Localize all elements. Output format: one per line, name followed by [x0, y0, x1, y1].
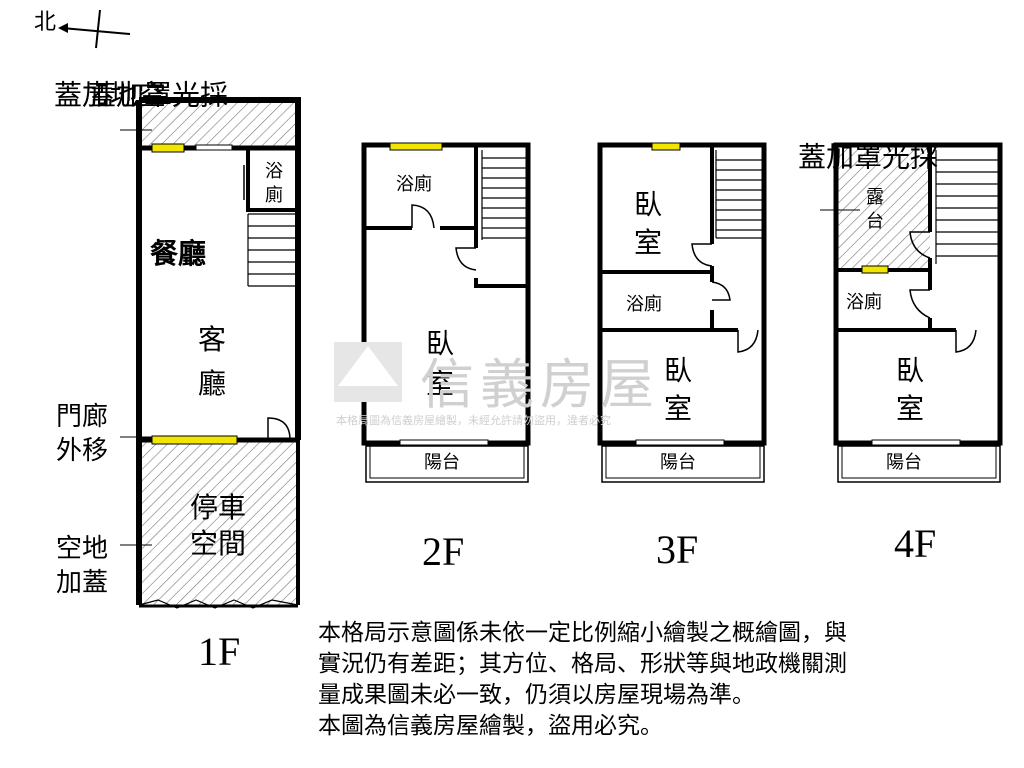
skylight-note-4f: 採 光 罩 加 蓋: [794, 142, 939, 172]
room-dining-1f: 餐廳: [150, 237, 207, 270]
room-parking-1f: 停車 空間: [190, 491, 247, 560]
disclaimer-line: 本格局示意圖係未依一定比例縮小繪製之概繪圖，與: [318, 620, 847, 646]
room-bath-4f: 浴廁: [846, 292, 882, 313]
room-bath-3f: 浴廁: [626, 294, 662, 315]
porch-note: 門廊 外移: [56, 402, 109, 466]
room-bath-1f: 浴 廁: [265, 161, 283, 206]
watermark-notice: 本格局圖為信義房屋繪製，未經允許請勿盜用，違者必究: [336, 414, 611, 427]
watermark-brand: 信義房屋: [420, 353, 660, 416]
room-bedroom-2f: 臥 室: [426, 327, 455, 400]
room-bedroom-3f-b: 臥 室: [664, 354, 693, 425]
floor-label-1f: 1F: [198, 629, 241, 674]
open-space-note-bottom: 空地 加蓋: [56, 534, 109, 598]
room-living-1f: 客 廳: [198, 323, 227, 400]
floor-4-plan: [820, 142, 1003, 483]
disclaimer-line: 量成果圖未必一致，仍須以房屋現場為準。: [318, 682, 755, 708]
balcony-2f: 陽台: [424, 452, 460, 473]
room-bedroom-4f: 臥 室: [896, 354, 925, 425]
floor-2-plan: [361, 142, 531, 483]
skylight-note-1f: 採 光 罩 加 蓋: [84, 80, 229, 110]
open-space-note-top: 空 地 加 蓋: [50, 80, 167, 110]
floor-1-plan: [120, 97, 301, 609]
disclaimer-line: 實況仍有差距；其方位、格局、形狀等與地政機關測: [318, 651, 847, 677]
watermark-logo-icon: [334, 342, 402, 402]
disclaimer: 本格局示意圖係未依一定比例縮小繪製之概繪圖，與 實況仍有差距；其方位、格局、形狀…: [318, 618, 1008, 742]
room-bedroom-3f-a: 臥 室: [634, 188, 663, 259]
north-arrow-icon: [58, 9, 131, 49]
balcony-4f: 陽台: [886, 452, 922, 473]
north-label: 北: [34, 10, 57, 35]
floor-label-3f: 3F: [656, 527, 699, 572]
floor-3-plan: [597, 142, 767, 483]
floor-label-2f: 2F: [422, 529, 465, 574]
room-terrace-4f: 露 台: [866, 187, 884, 232]
floor-label-4f: 4F: [894, 521, 937, 566]
balcony-3f: 陽台: [660, 452, 696, 473]
room-bath-2f: 浴廁: [396, 174, 432, 195]
disclaimer-line: 本圖為信義房屋繪製，盜用必究。: [318, 713, 663, 739]
